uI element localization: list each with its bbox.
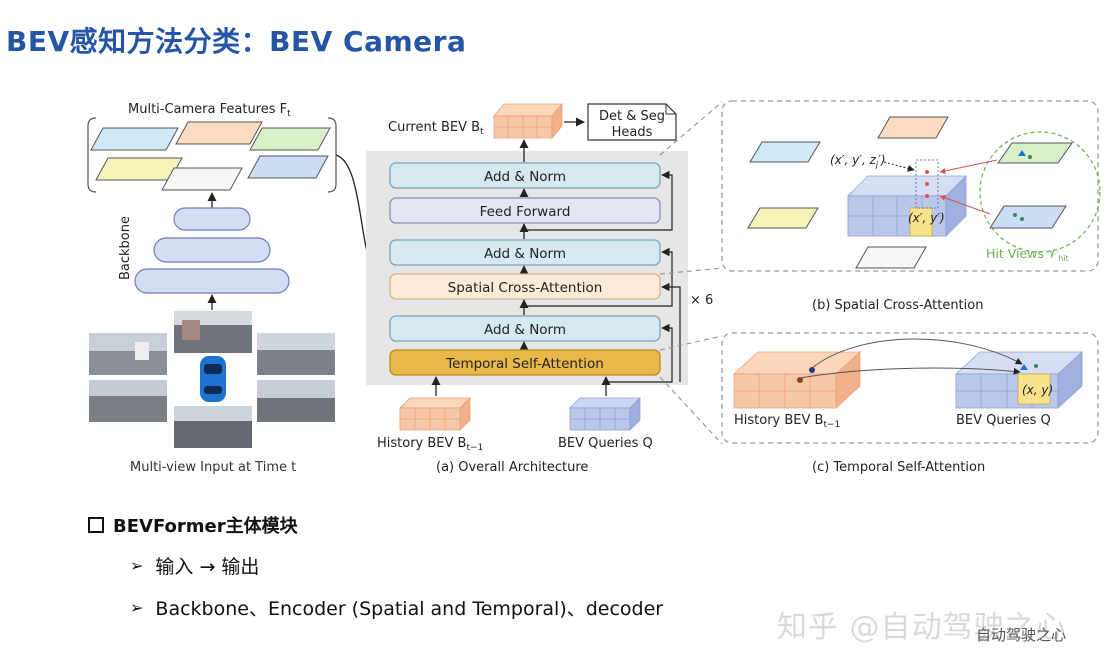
add-norm-block-1 [389, 162, 661, 189]
sub-bullet-text: 输入 → 输出 [155, 556, 260, 578]
residual-3 [606, 323, 673, 383]
bev-queries-grid [569, 397, 641, 431]
sub-bullet-2: ➢ Backbone、Encoder (Spatial and Temporal… [130, 594, 663, 621]
temporal-self-attention-block [389, 349, 661, 376]
det-seg-heads-line2: Heads [612, 125, 653, 140]
spatial-bev-block [847, 159, 967, 237]
main-bullet-text: BEVFormer主体模块 [113, 516, 298, 537]
history-bev-grid [399, 397, 471, 431]
feature-plane [175, 121, 263, 145]
spatial-cross-attention-panel [721, 100, 1099, 272]
residual-1 [524, 170, 673, 231]
sub-bullet-1: ➢ 输入 → 输出 [130, 552, 259, 579]
feed-forward-block [389, 197, 661, 224]
svg-text:Feed Forward: Feed Forward [480, 204, 571, 220]
hit-view-plane [997, 142, 1073, 164]
view-plane [855, 246, 927, 269]
camera-images [89, 311, 335, 448]
view-plane [877, 116, 949, 139]
svg-text:Add & Norm: Add & Norm [484, 169, 566, 185]
pillar-point-label: (x′, y′, zj′) [830, 153, 886, 169]
main-bullet: BEVFormer主体模块 [88, 512, 298, 538]
residual-2 [524, 247, 673, 307]
svg-text:Temporal Self-Attention: Temporal Self-Attention [445, 356, 604, 372]
hit-views-circle [979, 131, 1101, 253]
feature-plane [247, 155, 329, 179]
watermark: 知乎 @自动驾驶之心 [777, 610, 1067, 645]
view-plane [749, 141, 821, 163]
temporal-history-bev-label: History BEV Bt−1 [734, 413, 840, 430]
feature-plane [90, 127, 179, 151]
add-norm-block-2 [389, 239, 661, 266]
bev-queries-to-cross-attn [661, 282, 681, 382]
temporal-history-bev [732, 351, 862, 409]
backbone-layer [173, 207, 251, 231]
arrow-bullet-icon: ➢ [130, 598, 144, 617]
multiview-input-label: Multi-view Input at Time t [130, 460, 296, 475]
xy-label: (x, y) [1022, 383, 1053, 397]
sub-bullet-text: Backbone、Encoder (Spatial and Temporal)、… [155, 598, 664, 620]
ego-car-icon [200, 356, 226, 402]
hit-view-plane [989, 205, 1067, 229]
feature-plane [249, 127, 331, 151]
bev-queries-label: BEV Queries Q [558, 436, 653, 451]
hit-views-label: Hit Views 𝒱hit [986, 246, 1069, 263]
spatial-cross-attention-block [389, 273, 661, 300]
slide-title: BEV感知方法分类：BEV Camera [6, 25, 467, 58]
svg-text:Add & Norm: Add & Norm [484, 246, 566, 262]
svg-text:Spatial Cross-Attention: Spatial Cross-Attention [448, 280, 603, 296]
feature-plane [161, 167, 243, 191]
temporal-bev-queries [954, 351, 1084, 409]
times-six-label: × 6 [690, 293, 713, 308]
arrow-bullet-icon: ➢ [130, 556, 144, 575]
watermark-small: 自动驾驶之心 [976, 626, 1067, 644]
backbone-layer [153, 237, 271, 263]
temporal-self-attention-panel [721, 332, 1099, 444]
multi-camera-features-label: Multi-Camera Features Ft [128, 102, 291, 119]
view-plane [747, 207, 819, 229]
caption-b: (b) Spatial Cross-Attention [812, 298, 983, 313]
backbone-label: Backbone [118, 216, 133, 280]
xy-prime-label: (x′, y′) [908, 211, 945, 225]
temporal-bev-queries-label: BEV Queries Q [956, 413, 1051, 428]
det-seg-heads-box: Det & Seg Heads [587, 103, 677, 141]
square-bullet-icon [88, 517, 104, 533]
current-bev-grid [493, 102, 563, 140]
svg-text:Add & Norm: Add & Norm [484, 322, 566, 338]
pillar [915, 159, 939, 209]
history-bev-label: History BEV Bt−1 [377, 436, 483, 453]
det-seg-heads-line1: Det & Seg [599, 109, 665, 124]
caption-c: (c) Temporal Self-Attention [812, 460, 985, 475]
add-norm-block-3 [389, 315, 661, 342]
features-bracket-left [87, 117, 97, 193]
current-bev-label: Current BEV Bt [388, 120, 484, 137]
caption-a: (a) Overall Architecture [436, 460, 588, 475]
backbone-layer [134, 268, 290, 294]
